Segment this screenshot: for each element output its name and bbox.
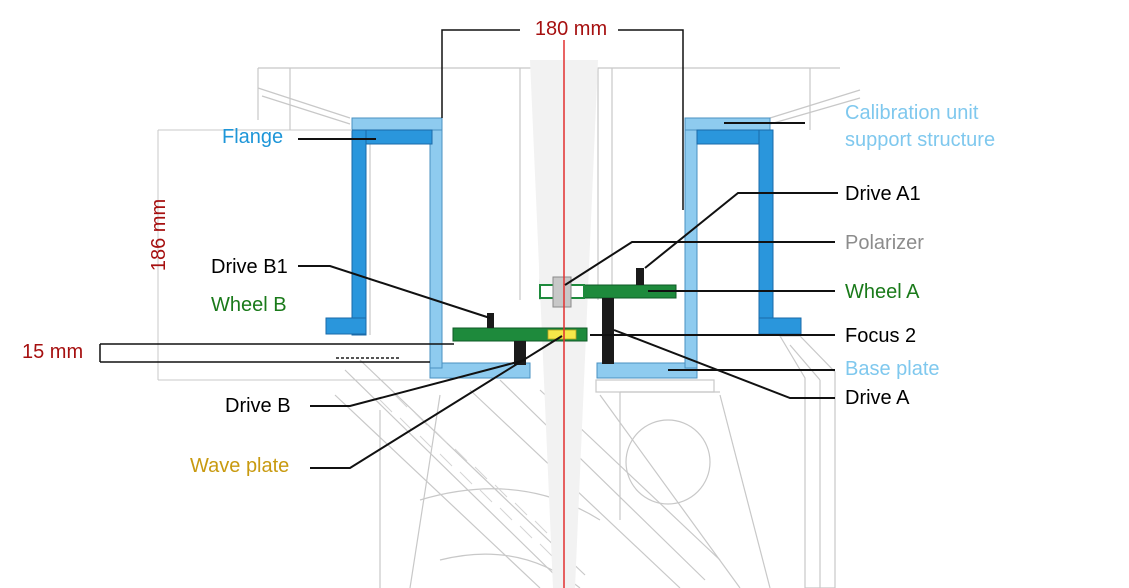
drive-b1-label: Drive B1	[211, 256, 288, 278]
flange-label: Flange	[222, 126, 283, 148]
left-support-structure	[351, 117, 443, 369]
focus-2-label: Focus 2	[845, 325, 916, 347]
drive-b-leader	[310, 359, 526, 407]
wave-plate-leader	[310, 335, 563, 469]
drive-a-post	[602, 298, 614, 364]
wheel-a-label: Wheel A	[845, 281, 920, 303]
width-dimension	[441, 29, 684, 210]
polarizer	[539, 276, 585, 308]
drive-a1-leader	[644, 192, 838, 269]
drive-b1-post	[487, 313, 494, 328]
polarizer-label: Polarizer	[845, 232, 924, 254]
drive-b-label: Drive B	[225, 395, 291, 417]
gap-dimension-label: 15 mm	[22, 341, 83, 363]
calibration-unit-label-line1: Calibration unit	[845, 102, 979, 124]
leader-lines	[298, 122, 838, 469]
wheel-b	[452, 327, 588, 342]
hatching	[379, 394, 568, 557]
polarizer-leader	[564, 241, 835, 286]
wheel-b-label: Wheel B	[211, 294, 287, 316]
drive-b1-leader	[298, 265, 491, 319]
base-plate	[429, 362, 698, 379]
right-flange	[696, 129, 802, 336]
left-flange	[325, 129, 433, 336]
drive-a-leader	[613, 329, 835, 399]
gap-dimension	[99, 343, 454, 363]
drive-a-label: Drive A	[845, 387, 910, 409]
width-dimension-label: 180 mm	[535, 18, 607, 40]
base-plate-label: Base plate	[845, 358, 940, 380]
calibration-unit-label-line2: support structure	[845, 129, 995, 151]
wave-plate-label: Wave plate	[190, 455, 289, 477]
drive-b-post	[514, 341, 526, 365]
drive-a1-label: Drive A1	[845, 183, 921, 205]
height-dimension-label: 186 mm	[148, 199, 170, 271]
drive-a1-post	[636, 268, 644, 285]
height-dimension	[157, 129, 430, 381]
